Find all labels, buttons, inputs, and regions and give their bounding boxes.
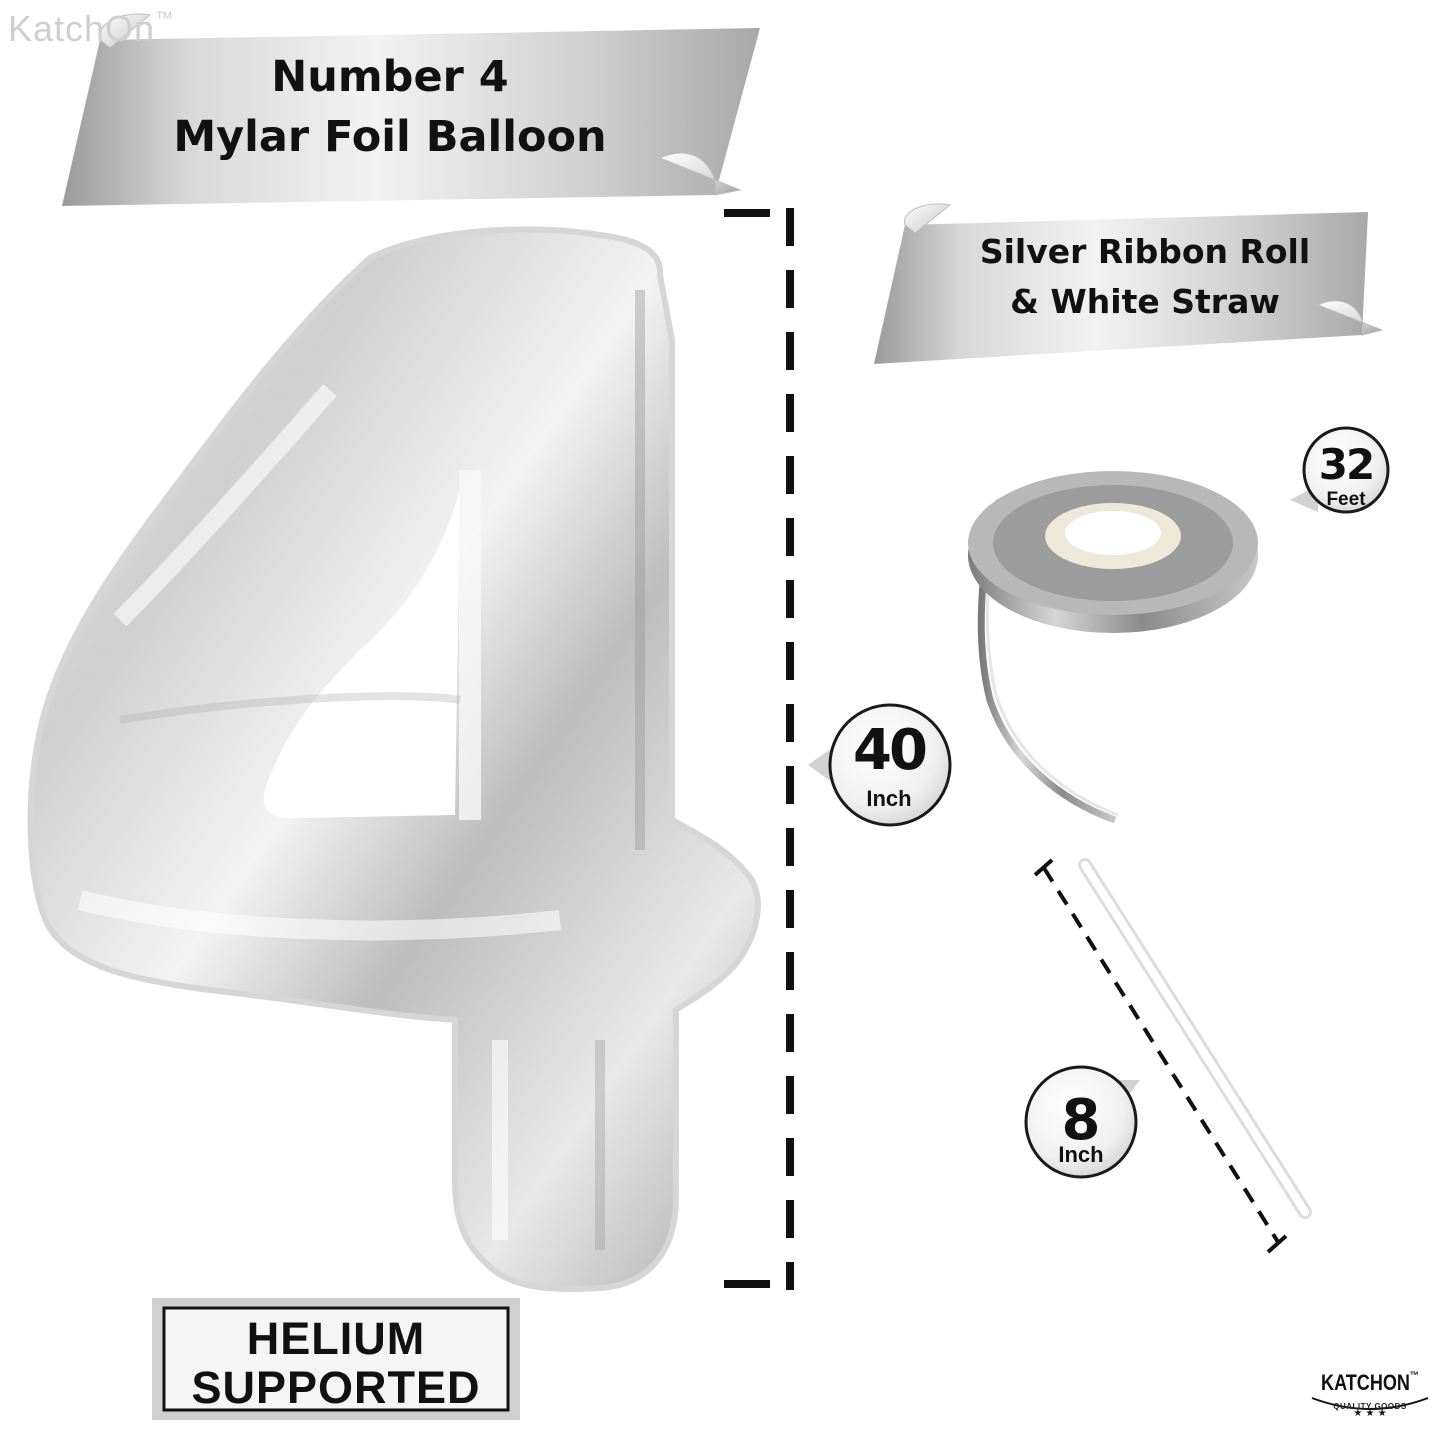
product-title-line1: Number 4 [271,52,509,102]
brand-emblem: ★ ★ ★ [1311,1397,1429,1419]
product-title-line2: Mylar Foil Balloon [173,112,607,162]
watermark-text: KatchOn [8,8,156,49]
accessory-banner [874,203,1384,364]
brand-stars: ★ ★ ★ [1353,1408,1386,1419]
brand-name: KATCHON™ [1313,1370,1428,1396]
brand-trademark: ™ [1409,1370,1419,1382]
watermark-trademark: ™ [155,8,175,28]
accessory-title-line2: & White Straw [1010,282,1280,321]
ribbon-length-badge [1290,426,1390,514]
accessory-title-line1: Silver Ribbon Roll [979,232,1311,271]
straw-length-value: 8 [1061,1088,1101,1153]
helium-supported-box [152,1298,520,1420]
height-unit: Inch [866,786,912,811]
ribbon-length-unit: Feet [1326,489,1366,510]
straw-dimension-line [1033,858,1288,1254]
watermark: KatchOn™ [8,8,174,50]
straw-length-unit: Inch [1058,1142,1104,1167]
white-straw [1078,858,1312,1219]
straw-length-badge [1024,1065,1140,1179]
height-dimension-line [724,208,794,1290]
height-badge [808,703,952,827]
brand-logo: KATCHON™ QUALITY GOODS [1300,1370,1440,1411]
ribbon-length-value: 32 [1318,440,1375,489]
helium-line2: SUPPORTED [191,1362,481,1413]
brand-tagline: QUALITY GOODS [1333,1402,1407,1411]
height-value: 40 [853,718,928,783]
number-4-balloon [27,226,761,1293]
helium-line1: HELIUM [246,1313,426,1364]
product-banner [62,13,760,206]
ribbon-roll [968,471,1258,824]
brand-name-text: KATCHON [1321,1370,1410,1395]
